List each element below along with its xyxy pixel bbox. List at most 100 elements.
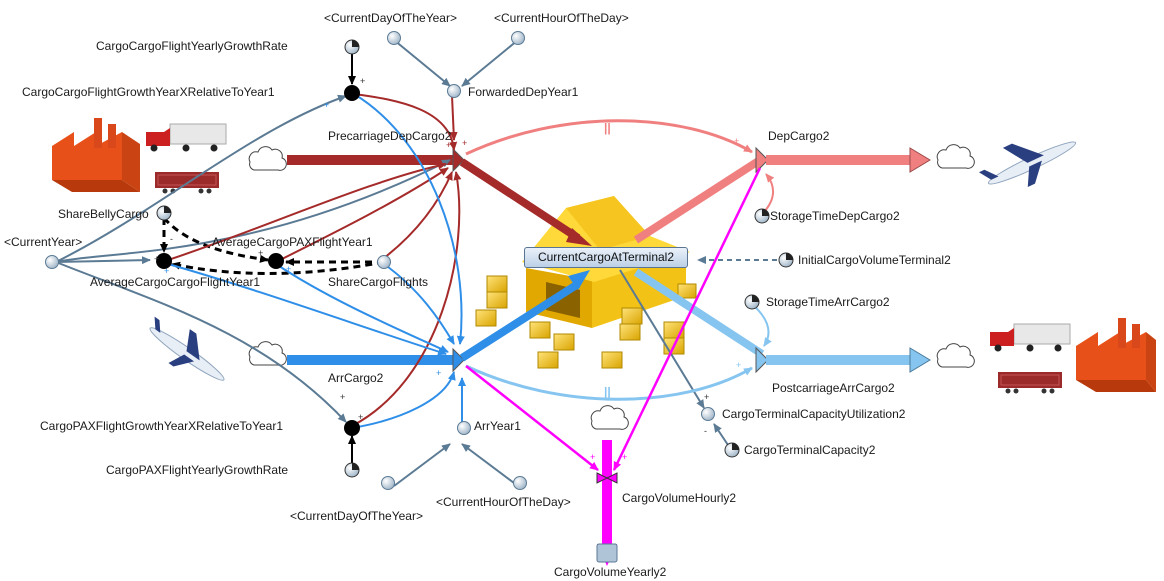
svg-text:-: -: [170, 234, 173, 244]
current-cargo-at-terminal-stock[interactable]: CurrentCargoAtTerminal2: [524, 247, 688, 268]
postcarriage-flow-pipe: [633, 268, 931, 374]
svg-text:+: +: [436, 368, 441, 378]
label-storage-arr: StorageTimeArrCargo2: [766, 295, 890, 309]
label-capacity-util: CargoTerminalCapacityUtilization2: [722, 407, 906, 421]
svg-text:+: +: [164, 266, 169, 276]
label-current-hour-top: <CurrentHourOfTheDay>: [494, 11, 629, 25]
gauge-icon: [724, 442, 740, 458]
parameter-nodes: [156, 39, 794, 478]
label-avg-cargo: AverageCargoCargoFlightYear1: [90, 275, 260, 289]
svg-text:+: +: [734, 136, 739, 146]
svg-text:+: +: [258, 248, 263, 258]
current-day-bottom-node: [381, 476, 395, 490]
label-avg-pax: AverageCargoPAXFlightYear1: [212, 235, 373, 249]
label-share-cargo-flights: ShareCargoFlights: [328, 275, 428, 289]
gauge-icon: [754, 208, 770, 224]
label-postcarriage: PostcarriageArrCargo2: [772, 381, 895, 395]
label-current-day-bottom: <CurrentDayOfTheYear>: [290, 509, 423, 523]
capacity-util-node: [701, 407, 715, 421]
label-growth-relative-cargo: CargoCargoFlightGrowthYearXRelativeToYea…: [22, 85, 275, 99]
cloud-icon: [936, 343, 975, 368]
airplane-icon: [978, 141, 1077, 188]
gauge-icon: [344, 39, 360, 55]
label-yearly-growth-pax: CargoPAXFlightYearlyGrowthRate: [106, 463, 288, 477]
label-current-hour-bottom: <CurrentHourOfTheDay>: [436, 495, 571, 509]
svg-text:+: +: [590, 452, 595, 462]
svg-text:||: ||: [604, 121, 611, 135]
cargo-box-icon: [553, 333, 575, 351]
cargo-box-icon: [677, 283, 697, 299]
black-nodes: [156, 85, 360, 436]
black-dashed-links: [160, 217, 385, 275]
auxiliary-nodes: [45, 31, 715, 490]
label-share-belly: ShareBellyCargo: [58, 207, 149, 221]
cargo-boxes: [475, 275, 697, 369]
cargo-box-icon: [475, 309, 497, 327]
blue-links: [167, 93, 466, 429]
label-volume-hourly: CargoVolumeHourly2: [622, 491, 736, 505]
airplane-icon: [149, 316, 225, 381]
svg-text:+: +: [446, 140, 451, 150]
svg-text:+: +: [450, 372, 455, 382]
label-volume-yearly: CargoVolumeYearly2: [554, 565, 667, 579]
cargo-box-icon: [486, 291, 508, 309]
label-yearly-growth-cargo: CargoCargoFlightYearlyGrowthRate: [96, 39, 288, 53]
svg-text:-: -: [704, 426, 707, 436]
current-year-node: [45, 255, 59, 269]
arr-cargo-flow-pipe: [287, 270, 590, 373]
dep-cargo-flow-pipe: [633, 146, 931, 244]
svg-text:+: +: [154, 254, 159, 264]
svg-text:+: +: [358, 412, 363, 422]
precarriage-flow-pipe: [287, 147, 592, 246]
svg-text:||: ||: [604, 385, 611, 399]
cloud-icon: [248, 341, 287, 366]
cloud-icon: [936, 144, 975, 169]
label-growth-relative-pax: CargoPAXFlightGrowthYearXRelativeToYear1: [40, 419, 283, 433]
arr-year-node: [457, 421, 471, 435]
factory-icon: [1076, 318, 1156, 392]
freight-wagon-icon: [155, 172, 219, 194]
svg-text:+: +: [462, 138, 467, 148]
cargo-box-icon: [619, 323, 641, 341]
labels: <CurrentDayOfTheYear> <CurrentHourOfTheD…: [4, 11, 951, 579]
cloud-icon: [590, 405, 629, 430]
label-initial-volume: InitialCargoVolumeTerminal2: [798, 253, 951, 267]
current-day-top-node: [387, 31, 401, 45]
cargo-box-icon: [529, 321, 551, 339]
share-cargo-flights-node: [377, 255, 391, 269]
truck-icon: [146, 123, 227, 152]
label-dep-cargo: DepCargo2: [768, 129, 830, 143]
label-precarriage: PrecarriageDepCargo2: [328, 129, 452, 143]
cargo-box-icon: [621, 307, 643, 325]
polarity-signs: + + + + + - + + + + + + + + + + + + -: [154, 76, 741, 462]
slate-links: [55, 39, 786, 487]
svg-text:+: +: [324, 100, 329, 110]
delay-marks: || ||: [604, 121, 611, 399]
cloud-icon: [248, 146, 287, 171]
label-capacity: CargoTerminalCapacity2: [744, 443, 876, 457]
label-current-day-top: <CurrentDayOfTheYear>: [324, 11, 457, 25]
cargo-box-icon: [537, 351, 559, 369]
svg-text:+: +: [340, 392, 345, 402]
cargo-box-icon: [601, 351, 623, 369]
svg-text:+: +: [622, 452, 627, 462]
svg-text:+: +: [360, 76, 365, 86]
gauge-icon: [344, 462, 360, 478]
current-hour-top-node: [511, 31, 525, 45]
dark-red-links: [167, 93, 462, 427]
forwarded-dep-node: [447, 84, 461, 98]
svg-text:+: +: [704, 392, 709, 402]
factory-icon: [52, 118, 140, 192]
cargo-box-icon: [486, 275, 508, 293]
gauge-icon: [778, 252, 794, 268]
cargo-volume-yearly-square: [596, 543, 618, 563]
freight-wagon-icon: [998, 372, 1062, 394]
gauge-icon: [156, 205, 172, 221]
label-storage-dep: StorageTimeDepCargo2: [770, 209, 900, 223]
gauge-icon: [744, 294, 760, 310]
label-forwarded-dep: ForwardedDepYear1: [468, 85, 579, 99]
truck-icon: [990, 323, 1071, 352]
svg-text:+: +: [286, 264, 291, 274]
magenta-links: [465, 167, 762, 471]
